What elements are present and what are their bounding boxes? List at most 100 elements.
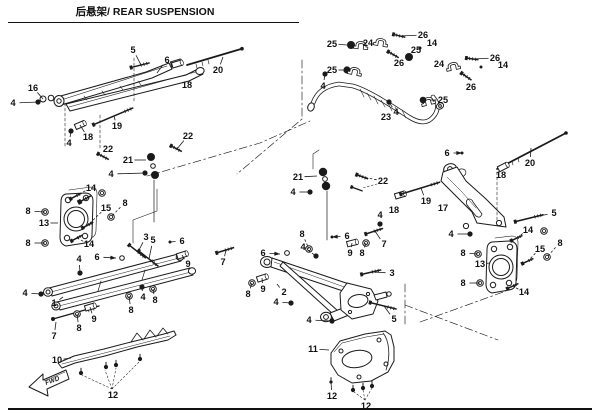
- callout-label-9: 9: [91, 314, 96, 324]
- callout-label-14: 14: [523, 225, 534, 235]
- fwd-arrow: FWD: [28, 369, 70, 397]
- leader-line: [323, 73, 326, 81]
- left-knuckle: [59, 186, 106, 247]
- leader-line: [219, 56, 224, 65]
- callout-label-25: 25: [327, 39, 337, 49]
- callout-label-6: 6: [444, 148, 449, 158]
- callout-label-18: 18: [389, 205, 399, 215]
- leader-line: [128, 295, 131, 305]
- part-glyph-sleeve: [496, 161, 510, 173]
- leader-line: [530, 147, 532, 158]
- leader-arrowhead: [110, 255, 116, 260]
- left-skid-plate: [57, 327, 177, 390]
- callout-label-12: 12: [361, 401, 371, 411]
- callout-label-14: 14: [498, 60, 509, 70]
- leader-line: [350, 242, 353, 248]
- part-glyph-stud: [509, 234, 523, 243]
- left-stabilizer-link: [147, 153, 159, 223]
- leader-line: [34, 210, 46, 213]
- callout-label-9: 9: [347, 248, 352, 258]
- callout-label-5: 5: [551, 208, 556, 218]
- leader-line: [364, 242, 367, 248]
- callout-label-12: 12: [108, 390, 118, 400]
- callout-label-14: 14: [84, 239, 95, 249]
- callout-label-13: 13: [475, 259, 485, 269]
- leader-line: [371, 271, 386, 274]
- callout-label-8: 8: [122, 198, 127, 208]
- leader-line: [31, 292, 42, 295]
- left-lower-arm: [43, 253, 197, 321]
- leader-line: [54, 321, 57, 331]
- leader-line: [276, 283, 281, 288]
- callout-label-14: 14: [86, 183, 97, 193]
- callout-label-8: 8: [299, 229, 304, 239]
- part-glyph-dotg: [418, 46, 422, 50]
- part-glyph-dotg: [479, 65, 483, 69]
- leader-line: [249, 282, 253, 289]
- leader-line: [148, 245, 153, 260]
- callout-label-10: 10: [52, 355, 62, 365]
- callout-label-22: 22: [183, 131, 193, 141]
- leader-line: [304, 239, 310, 250]
- fwd-label: FWD: [44, 375, 61, 387]
- leader-line: [69, 130, 72, 138]
- sway-bar: [307, 36, 462, 125]
- leader-line: [75, 190, 86, 197]
- callout-label-26: 26: [394, 58, 404, 68]
- callout-label-4: 4: [66, 138, 72, 148]
- callout-label-7: 7: [51, 331, 56, 341]
- center-stabilizer-link: [318, 167, 378, 241]
- callout-label-23: 23: [381, 112, 391, 122]
- leader-line: [330, 381, 332, 391]
- leader-arrowhead: [456, 150, 462, 156]
- leader-line: [89, 306, 93, 314]
- leader-line: [110, 206, 121, 218]
- part-glyph-stud: [520, 257, 534, 266]
- callout-label-25: 25: [438, 95, 448, 105]
- callout-label-6: 6: [260, 248, 265, 258]
- callout-label-4: 4: [22, 288, 28, 298]
- callout-label-8: 8: [460, 248, 465, 258]
- leader-line: [169, 241, 176, 243]
- leader-line: [37, 92, 44, 100]
- leader-line: [512, 285, 519, 290]
- leader-line: [156, 64, 164, 74]
- callout-label-4: 4: [448, 229, 454, 239]
- callout-label-14: 14: [519, 287, 530, 297]
- callout-label-8: 8: [359, 248, 364, 258]
- leader-line: [282, 302, 292, 304]
- callout-label-16: 16: [28, 83, 38, 93]
- leader-line: [338, 44, 348, 46]
- part-glyph-stud: [69, 234, 83, 244]
- callout-label-18: 18: [83, 132, 93, 142]
- callout-label-8: 8: [25, 206, 30, 216]
- callout-label-4: 4: [273, 297, 279, 307]
- callout-label-5: 5: [150, 235, 155, 245]
- leader-line: [63, 357, 72, 360]
- callout-label-3: 3: [389, 268, 394, 278]
- callout-label-22: 22: [378, 176, 388, 186]
- callout-label-8: 8: [25, 238, 30, 248]
- leader-arrowhead: [274, 251, 280, 256]
- callout-label-8: 8: [152, 295, 157, 305]
- leader-line: [117, 172, 146, 175]
- callout-label-26: 26: [418, 30, 428, 40]
- callout-label-6: 6: [164, 55, 169, 65]
- leader-line: [308, 250, 317, 257]
- part-glyph-bolt: [363, 227, 384, 237]
- part-glyph-sleeve: [175, 250, 189, 260]
- callout-label-2: 2: [281, 287, 286, 297]
- callout-label-9: 9: [185, 259, 190, 269]
- callout-label-7: 7: [381, 239, 386, 249]
- callout-label-8: 8: [245, 289, 250, 299]
- callout-label-4: 4: [76, 254, 82, 264]
- callout-label-5: 5: [391, 314, 396, 324]
- leader-line: [76, 313, 79, 323]
- callout-label-4: 4: [140, 292, 146, 302]
- callout-label-4: 4: [377, 210, 383, 220]
- leader-line: [399, 34, 417, 37]
- callout-label-8: 8: [128, 305, 133, 315]
- part-glyph-boltS: [385, 49, 400, 59]
